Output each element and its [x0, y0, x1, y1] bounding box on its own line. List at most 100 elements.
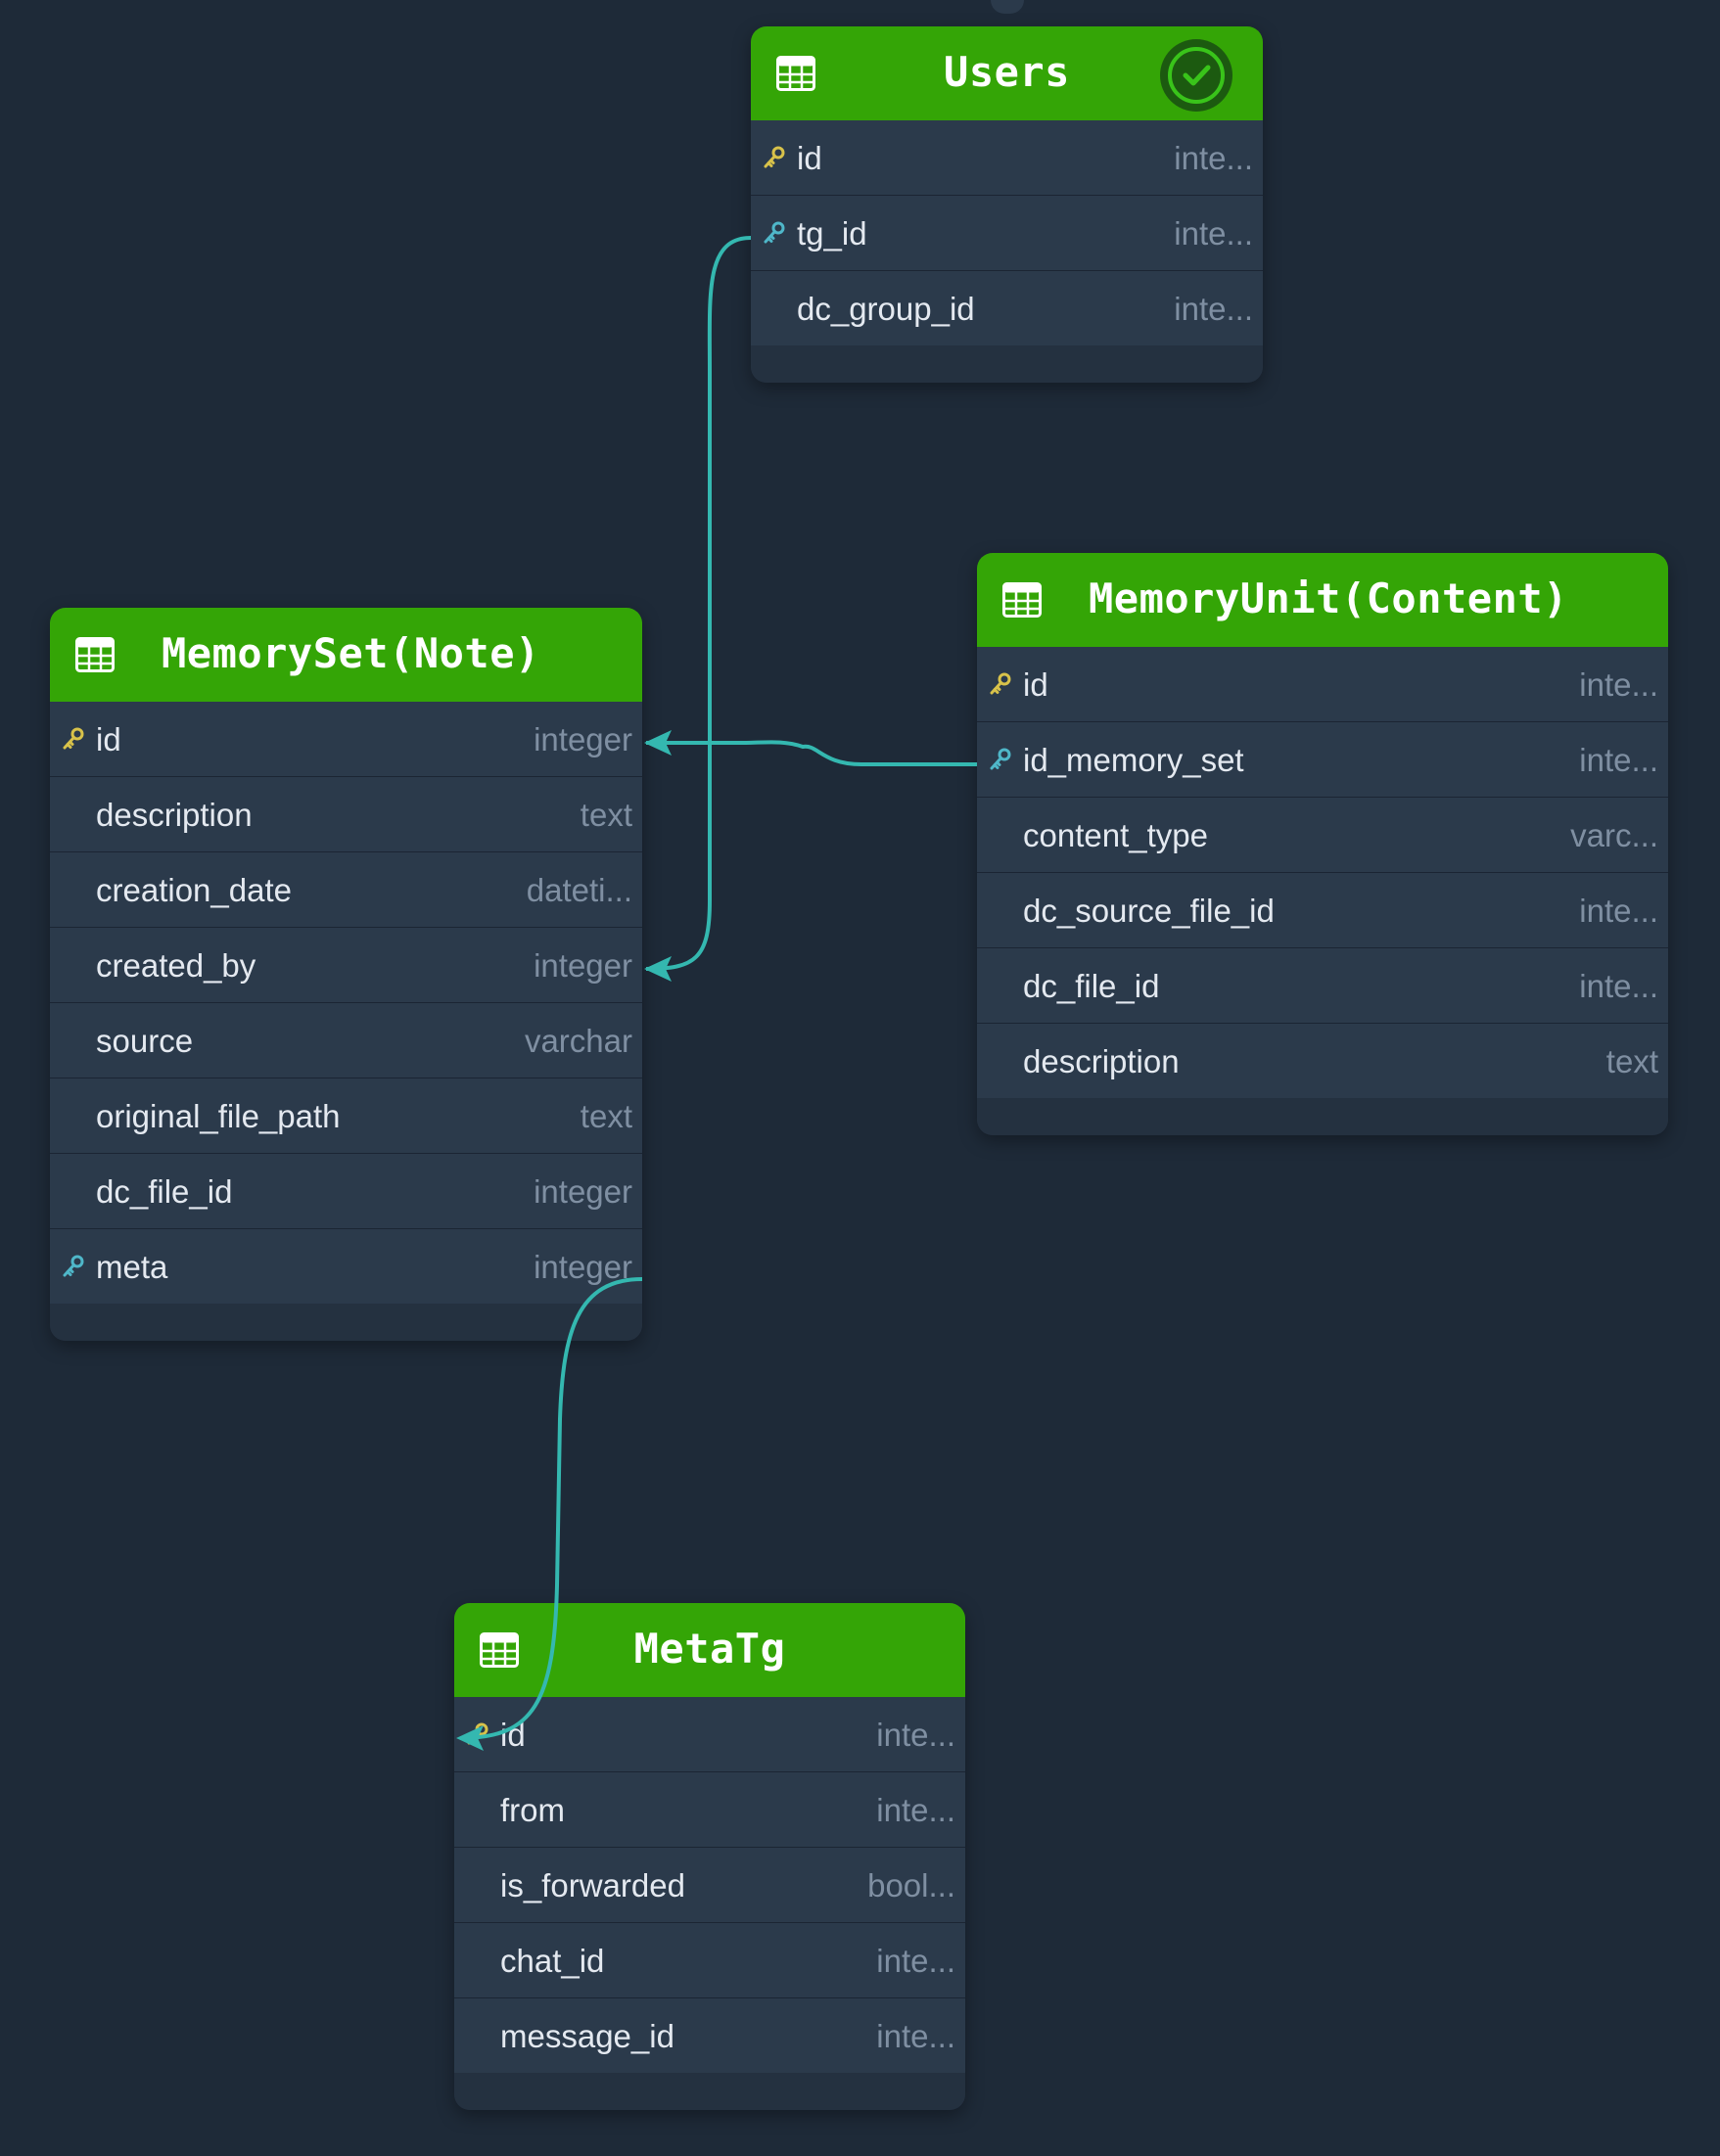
arrowhead-icon: [644, 730, 672, 756]
table-footer: [50, 1304, 642, 1341]
field-list: id inte... tg_id inte... dc_group_id inte...: [751, 120, 1263, 345]
field-type: inte...: [1174, 291, 1253, 327]
field-name: is_forwarded: [500, 1867, 685, 1904]
table-header[interactable]: Users: [751, 26, 1263, 120]
foreign-key-icon: [990, 748, 1011, 770]
field-type: bool...: [867, 1867, 955, 1904]
field-row[interactable]: id integer: [50, 702, 642, 777]
field-type: inte...: [876, 2018, 955, 2054]
field-row[interactable]: dc_file_id inte...: [977, 948, 1668, 1024]
field-row[interactable]: meta integer: [50, 1229, 642, 1304]
field-name: created_by: [96, 947, 256, 984]
field-type: inte...: [1579, 968, 1658, 1004]
field-name: description: [1023, 1043, 1180, 1079]
field-type: text: [580, 1098, 632, 1134]
field-type: inte...: [1174, 215, 1253, 252]
field-row[interactable]: dc_group_id inte...: [751, 271, 1263, 345]
table-title: MemoryUnit(Content): [1089, 574, 1568, 622]
field-name: id: [1023, 666, 1048, 703]
field-name: original_file_path: [96, 1098, 341, 1134]
field-row[interactable]: id inte...: [454, 1697, 965, 1772]
table-grid-icon: [776, 56, 815, 91]
field-name: description: [96, 797, 253, 833]
field-type: integer: [534, 1249, 632, 1285]
field-name: dc_group_id: [797, 291, 975, 327]
field-row[interactable]: from inte...: [454, 1772, 965, 1848]
field-type: varc...: [1570, 817, 1658, 853]
field-row[interactable]: is_forwarded bool...: [454, 1848, 965, 1923]
table-grid-icon: [75, 637, 115, 672]
field-name: content_type: [1023, 817, 1208, 853]
table-header[interactable]: MemoryUnit(Content): [977, 553, 1668, 647]
field-type: inte...: [1579, 893, 1658, 929]
field-row[interactable]: dc_file_id integer: [50, 1154, 642, 1229]
table-footer: [751, 345, 1263, 383]
arrowhead-icon: [644, 956, 672, 982]
field-row[interactable]: id inte...: [977, 647, 1668, 722]
field-row[interactable]: creation_date dateti...: [50, 852, 642, 928]
field-name: source: [96, 1023, 194, 1059]
field-name: dc_file_id: [96, 1173, 233, 1210]
field-name: id_memory_set: [1023, 742, 1244, 778]
field-type: inte...: [876, 1717, 955, 1753]
field-type: inte...: [1579, 742, 1658, 778]
field-row[interactable]: description text: [977, 1024, 1668, 1098]
primary-key-icon: [63, 727, 84, 750]
field-row[interactable]: tg_id inte...: [751, 196, 1263, 271]
field-name: dc_source_file_id: [1023, 893, 1275, 929]
field-row[interactable]: created_by integer: [50, 928, 642, 1003]
primary-key-icon: [990, 672, 1011, 695]
table-title: Users: [944, 48, 1070, 96]
node-handle[interactable]: [991, 0, 1024, 14]
field-name: id: [500, 1717, 526, 1753]
table-header[interactable]: MetaTg: [454, 1603, 965, 1697]
field-type: integer: [534, 947, 632, 984]
primary-key-icon: [764, 146, 785, 168]
primary-key-icon: [467, 1722, 488, 1745]
field-name: id: [797, 140, 822, 176]
table-grid-icon: [1002, 582, 1042, 618]
field-type: inte...: [1579, 666, 1658, 703]
field-name: tg_id: [797, 215, 867, 252]
relation-users-tg_id-to-memoryset-created_by[interactable]: [645, 236, 752, 971]
table-metatg[interactable]: MetaTg id inte... from inte... is_forwarded b…: [454, 1603, 965, 2110]
field-name: id: [96, 721, 121, 757]
field-name: from: [500, 1792, 565, 1828]
table-users[interactable]: Users id inte... tg_id inte... dc_group_id in…: [751, 26, 1263, 383]
table-title: MetaTg: [633, 1625, 786, 1673]
foreign-key-icon: [764, 221, 785, 244]
field-name: creation_date: [96, 872, 292, 908]
field-row[interactable]: original_file_path text: [50, 1078, 642, 1154]
field-type: inte...: [1174, 140, 1253, 176]
table-footer: [977, 1098, 1668, 1135]
field-list: id inte... id_memory_set inte... content_typ…: [977, 647, 1668, 1098]
table-footer: [454, 2073, 965, 2110]
field-row[interactable]: source varchar: [50, 1003, 642, 1078]
field-type: integer: [534, 721, 632, 757]
field-type: text: [1605, 1043, 1658, 1079]
field-name: chat_id: [500, 1943, 605, 1979]
check-circle-icon[interactable]: [1159, 38, 1233, 113]
field-row[interactable]: content_type varc...: [977, 798, 1668, 873]
field-row[interactable]: id inte...: [751, 120, 1263, 196]
table-title: MemorySet(Note): [162, 629, 540, 677]
field-row[interactable]: message_id inte...: [454, 1998, 965, 2073]
field-type: varchar: [524, 1023, 632, 1059]
field-row[interactable]: id_memory_set inte...: [977, 722, 1668, 798]
field-type: integer: [534, 1173, 632, 1210]
field-type: dateti...: [526, 872, 632, 908]
field-row[interactable]: dc_source_file_id inte...: [977, 873, 1668, 948]
field-name: dc_file_id: [1023, 968, 1160, 1004]
foreign-key-icon: [63, 1255, 84, 1277]
relation-memoryunit-id_memory_set-to-memoryset-id[interactable]: [646, 740, 977, 766]
field-name: message_id: [500, 2018, 674, 2054]
field-name: meta: [96, 1249, 168, 1285]
table-header[interactable]: MemorySet(Note): [50, 608, 642, 702]
field-type: inte...: [876, 1792, 955, 1828]
